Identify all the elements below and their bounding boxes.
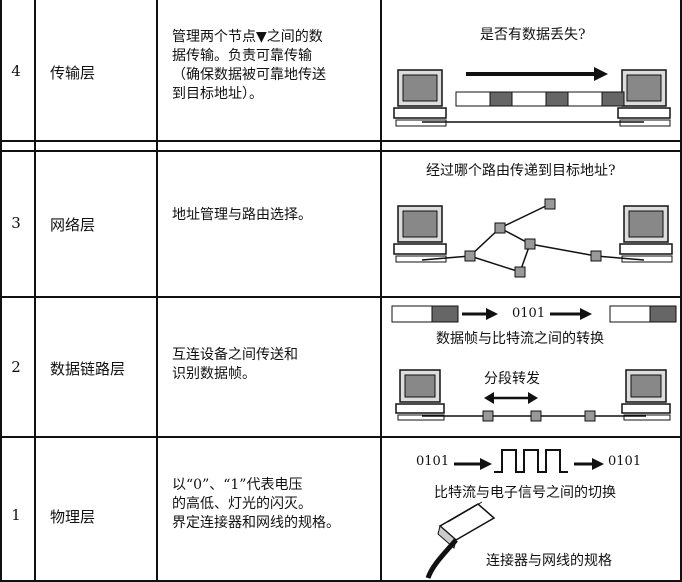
double-arrow-icon: [484, 392, 538, 404]
physical-caption: 比特流与电子信号之间的切换: [434, 485, 616, 501]
frame-bits-label: 0101: [512, 306, 546, 321]
table-border: [0, 436, 682, 438]
table-border: [680, 0, 682, 582]
arrow-right-icon: [550, 308, 592, 320]
layer-description: 管理两个节点▼之间的数 据传输。负责可靠传输 （确保数据被可靠地传送 到目标地址…: [172, 29, 326, 102]
network-caption: 经过哪个路由传递到目标地址?: [426, 163, 616, 179]
electric-signal-wave: [494, 449, 568, 473]
computer-icon: [393, 205, 447, 263]
table-border: [0, 140, 682, 142]
layer-name: 网络层: [50, 216, 96, 234]
arrow-right-icon: [454, 458, 492, 470]
network-illustration: 经过哪个路由传递到目标地址?: [382, 152, 682, 296]
table-border: [34, 0, 36, 582]
layer-number: 4: [11, 62, 21, 80]
layer-description: 地址管理与路由选择。: [172, 207, 312, 223]
layer-number: 1: [11, 506, 21, 524]
arrow-right-icon: [574, 458, 604, 470]
layer-name: 数据链路层: [50, 360, 126, 378]
computer-icon: [619, 205, 673, 263]
datalink-caption: 数据帧与比特流之间的转换: [436, 331, 604, 347]
computer-icon: [393, 69, 447, 127]
table-border: [156, 0, 158, 582]
data-packet: [511, 91, 569, 107]
layer-name: 物理层: [50, 508, 96, 526]
connector-caption: 连接器与网线的规格: [486, 553, 612, 569]
bits-right-label: 0101: [608, 454, 642, 469]
data-packet: [567, 91, 625, 107]
bits-left-label: 0101: [416, 454, 450, 469]
data-frame: [609, 305, 677, 323]
physical-illustration: 0101 0101 比特流与电子信号之间的切换 连接器与网线的规格: [382, 438, 682, 580]
router-network: [421, 203, 645, 273]
segment-forward-label: 分段转发: [484, 371, 540, 387]
datalink-illustration: 0101 数据帧与比特流之间的转换 分段转发: [382, 298, 682, 436]
layer-number: 2: [11, 358, 21, 376]
arrow-right-icon: [466, 67, 608, 81]
data-frame: [391, 305, 459, 323]
arrow-right-icon: [462, 308, 498, 320]
table-border: [0, 580, 682, 582]
layer-description: 互连设备之间传送和 识别数据帧。: [172, 347, 298, 382]
layer-name: 传输层: [50, 64, 96, 82]
rj45-connector-icon: [425, 501, 496, 579]
layer-description: 以“0”、“1”代表电压 的高低、灯光的闪灭。 界定连接器和网线的规格。: [172, 477, 340, 531]
router-node: [464, 198, 602, 278]
computer-icon: [617, 69, 671, 127]
computer-icon: [395, 369, 445, 421]
computer-icon: [621, 369, 671, 421]
table-border: [0, 150, 682, 152]
transport-caption: 是否有数据丢失?: [480, 27, 586, 43]
table-border: [0, 0, 2, 582]
table-border: [0, 296, 682, 298]
layer-number: 3: [11, 214, 21, 232]
router-node: [482, 410, 596, 422]
data-packet: [455, 91, 513, 107]
transport-illustration: 是否有数据丢失?: [382, 0, 682, 140]
table-border: [380, 0, 382, 582]
